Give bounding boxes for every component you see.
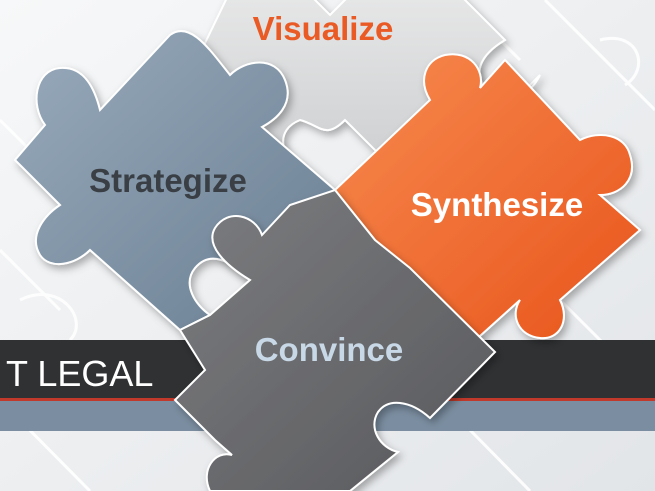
synthesize-label: Synthesize	[411, 186, 583, 223]
visualize-label: Visualize	[253, 10, 394, 47]
banner-text: T LEGAL	[6, 353, 153, 394]
convince-piece	[173, 188, 497, 491]
strategize-label: Strategize	[89, 162, 247, 199]
convince-label: Convince	[255, 331, 404, 368]
